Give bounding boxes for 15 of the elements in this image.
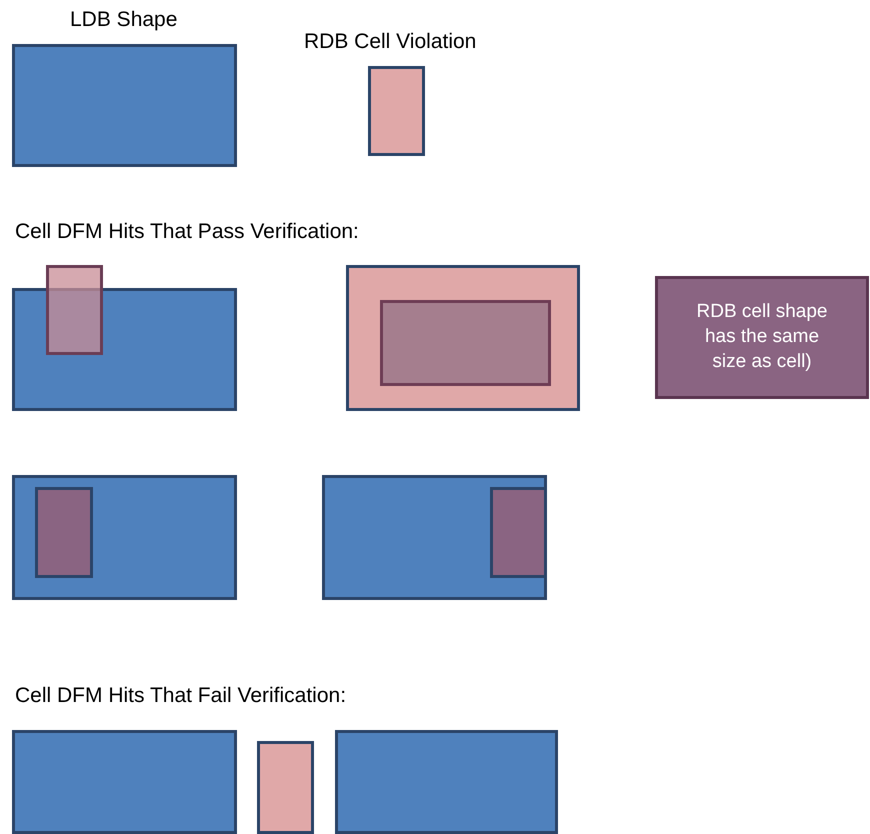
- ldb-shape-rect: [12, 730, 237, 834]
- violation-rect: [490, 487, 547, 578]
- violation-rect: [35, 487, 93, 578]
- ldb-shape-rect: [322, 475, 547, 600]
- ldb-shape-rect: [335, 730, 558, 834]
- overlapping-violation-rect: [46, 265, 103, 355]
- rdb-violation-rect: [257, 741, 314, 834]
- rdb-violation-rect: [346, 265, 580, 411]
- shape-label: RDB Cell Violation: [304, 30, 476, 54]
- violation-rect: [380, 300, 551, 386]
- section-heading: Cell DFM Hits That Pass Verification:: [15, 220, 359, 244]
- note-box: RDB cell shape has the same size as cell): [655, 276, 869, 399]
- shape-label: LDB Shape: [70, 8, 178, 32]
- section-heading: Cell DFM Hits That Fail Verification:: [15, 684, 346, 708]
- ldb-shape-rect: [12, 475, 237, 600]
